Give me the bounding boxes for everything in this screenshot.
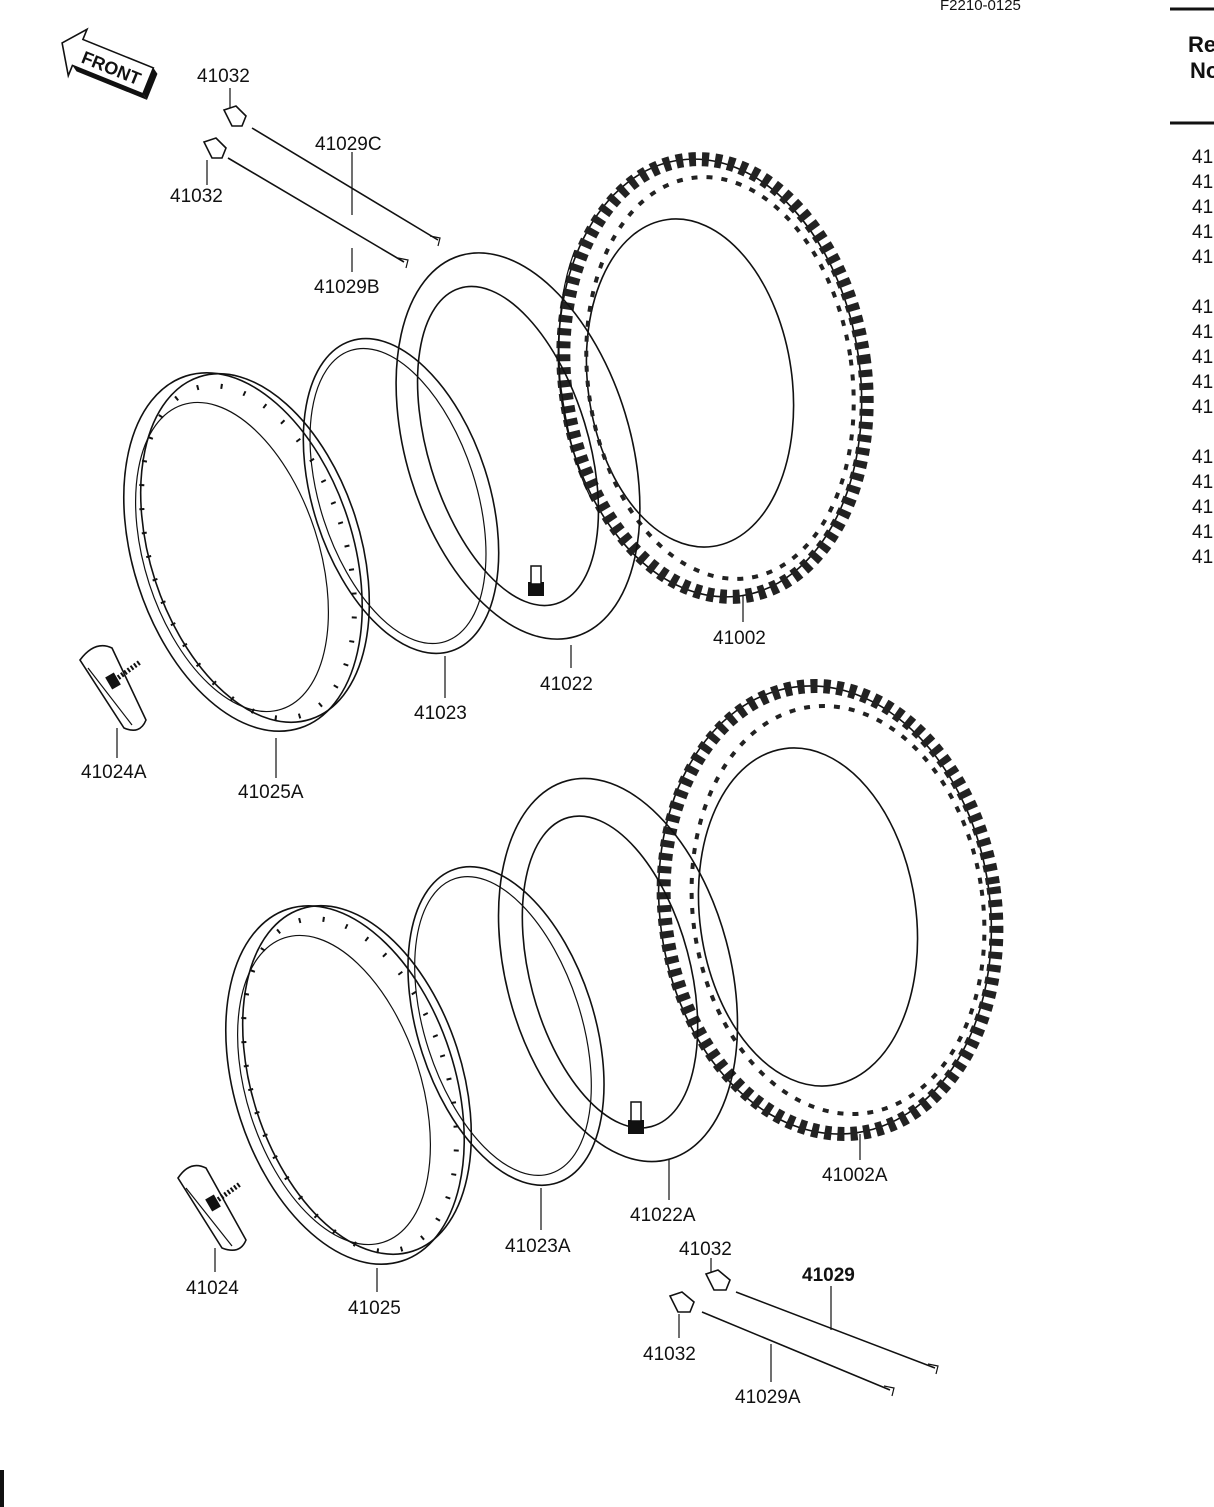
label-41022A: 41022A — [630, 1205, 696, 1226]
rim-band-41023A — [407, 865, 605, 1187]
label-41029C: 41029C — [315, 134, 382, 155]
reference-column: Re No 41 41 41 41 41 41 41 41 41 41 41 41 41 41 41 — [1170, 7, 1214, 568]
tube-valve-icon — [528, 565, 544, 596]
top-wheel-assembly: 41032 41029C 41032 41029B 41002 41022 41… — [79, 66, 874, 803]
label-41029B: 41029B — [314, 277, 380, 298]
nipple-lower-41032 — [202, 137, 227, 159]
label-41002A: 41002A — [822, 1165, 888, 1186]
label-41025: 41025 — [348, 1298, 401, 1319]
column-heading-line1: Re — [1188, 32, 1214, 57]
column-row: 41 — [1192, 222, 1213, 243]
column-row: 41 — [1192, 447, 1213, 468]
label-41032-top-lower: 41032 — [170, 186, 223, 207]
column-row: 41 — [1192, 247, 1213, 268]
rim-band-41023 — [302, 337, 500, 655]
column-row: 41 — [1192, 497, 1213, 518]
label-41023A: 41023A — [505, 1236, 571, 1257]
spoke-41029 — [735, 1291, 939, 1375]
rim-lock-41024 — [177, 1164, 247, 1251]
tire-41002 — [556, 152, 874, 604]
label-41024A: 41024A — [81, 762, 147, 783]
nipple-upper-41032 — [222, 105, 247, 127]
column-row: 41 — [1192, 372, 1213, 393]
column-row: 41 — [1192, 172, 1213, 193]
front-arrow: FRONT — [61, 27, 158, 100]
rim-lock-41024A — [79, 644, 147, 731]
column-row: 41 — [1192, 147, 1213, 168]
bottom-wheel-assembly: 41002A 41022A 41023A 41024 41025 41032 4… — [177, 679, 1004, 1408]
label-41032-bottom-upper: 41032 — [679, 1239, 732, 1260]
label-41002: 41002 — [713, 628, 766, 649]
label-41032-top-upper: 41032 — [197, 66, 250, 87]
tire-41002A — [656, 679, 1004, 1141]
column-row: 41 — [1192, 347, 1213, 368]
column-row: 41 — [1192, 397, 1213, 418]
tube-41022 — [395, 252, 641, 640]
column-row: 41 — [1192, 472, 1213, 493]
label-41029A: 41029A — [735, 1387, 801, 1408]
spoke-41029B — [227, 157, 409, 269]
tube-valve-icon-bottom — [628, 1101, 644, 1134]
rim-41025A — [122, 372, 371, 732]
label-41025A: 41025A — [238, 782, 304, 803]
rim-41025 — [224, 904, 473, 1265]
label-41032-bottom-lower: 41032 — [643, 1344, 696, 1365]
label-41029: 41029 — [802, 1265, 855, 1286]
label-41022: 41022 — [540, 674, 593, 695]
spoke-41029A — [701, 1311, 895, 1397]
label-41023: 41023 — [414, 703, 467, 724]
column-row: 41 — [1192, 297, 1213, 318]
tube-41022A — [497, 777, 739, 1163]
nipple-lower-41032-bottom — [668, 1291, 695, 1313]
column-row: 41 — [1192, 197, 1213, 218]
spoke-41029C — [251, 127, 441, 247]
column-row: 41 — [1192, 522, 1213, 543]
nipple-upper-41032-bottom — [704, 1269, 731, 1291]
column-heading-line2: No — [1190, 58, 1214, 83]
edge-mark — [0, 1470, 4, 1507]
diagram-code: F2210-0125 — [940, 0, 1021, 14]
column-row: 41 — [1192, 322, 1213, 343]
label-41024: 41024 — [186, 1278, 239, 1299]
column-row: 41 — [1192, 547, 1213, 568]
